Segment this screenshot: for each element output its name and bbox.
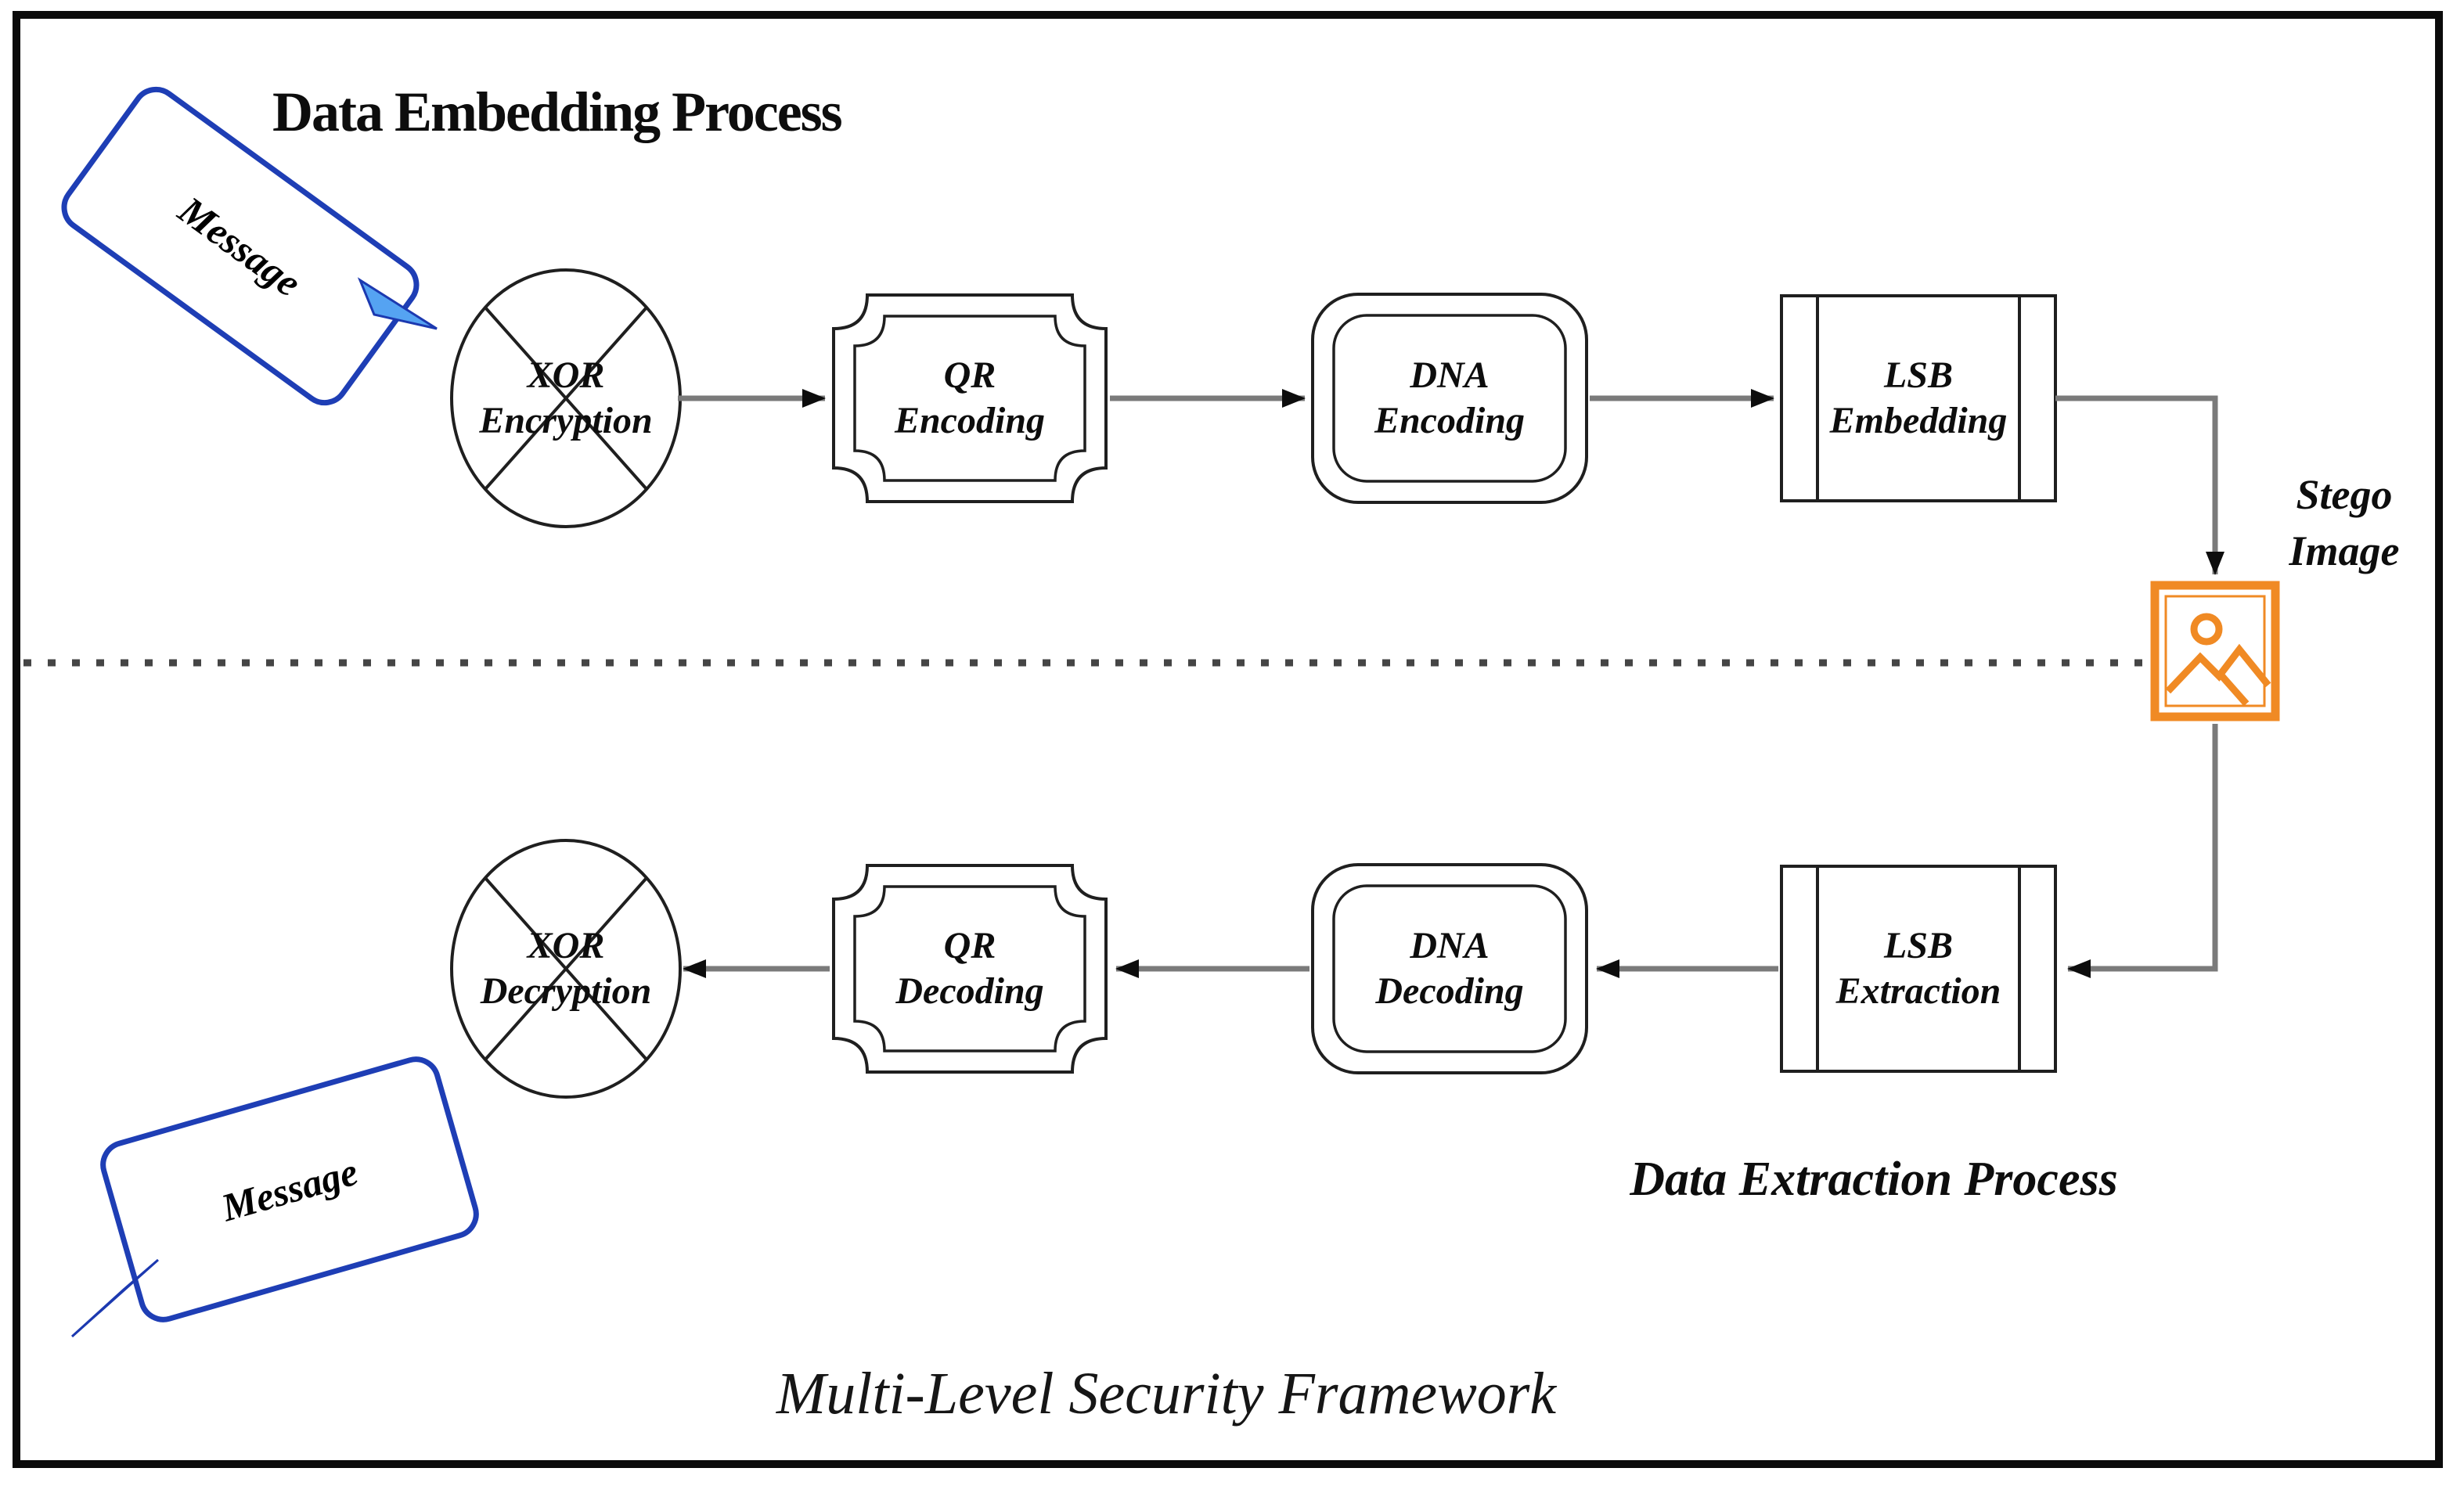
plaque-shape-icon: [832, 293, 1108, 503]
predefined-process-icon: [1780, 294, 2057, 502]
arrow-lsb-embedding-to-stego-image: [2055, 395, 2224, 575]
arrow-stego-image-to-lsb-extraction: [2067, 724, 2218, 978]
node-lsb-extraction: LSB Extraction: [1780, 865, 2057, 1073]
dna-decoding-label-line2: Decoding: [1375, 970, 1524, 1012]
dna-encoding-label-line1: DNA: [1410, 354, 1490, 396]
lsb-embedding-label-line1: LSB: [1883, 354, 1954, 396]
stego-image-icon: [2150, 581, 2280, 721]
predefined-process-icon: [1780, 865, 2057, 1073]
lsb-embedding-label-line2: Embedding: [1829, 400, 2008, 441]
dna-encoding-label-line2: Encoding: [1374, 400, 1526, 441]
message-bubble-bottom-tail-icon: [70, 1258, 159, 1338]
xor-decryption-label-line2: Decryption: [480, 970, 652, 1012]
stego-image-label-line1: Stego: [2296, 471, 2393, 518]
message-bubble-top-tail-icon: [357, 277, 438, 330]
node-dna-decoding: DNA Decoding: [1311, 863, 1588, 1074]
qr-encoding-label-line1: QR: [943, 354, 996, 396]
lsb-extraction-label-line2: Extraction: [1835, 970, 2001, 1012]
figure-border: [13, 11, 2443, 1468]
node-qr-encoding: QR Encoding: [831, 293, 1108, 504]
node-dna-encoding: DNA Encoding: [1311, 293, 1588, 504]
qr-encoding-label-line2: Encoding: [894, 400, 1046, 441]
xor-encryption-label-line1: XOR: [527, 354, 605, 396]
xor-encryption-label-line2: Encryption: [479, 400, 653, 441]
stego-image-label-line2: Image: [2289, 527, 2400, 574]
plaque-shape-icon: [832, 864, 1108, 1074]
xor-junction-icon: [450, 839, 682, 1099]
double-rounded-rect-icon: [1311, 293, 1588, 504]
embedding-process-title: Data Embedding Process: [272, 81, 843, 143]
lsb-extraction-label-line1: LSB: [1883, 925, 1953, 966]
framework-title: Multi-Level Security Framework: [776, 1361, 1557, 1427]
node-qr-decoding: QR Decoding: [831, 863, 1108, 1074]
double-rounded-rect-icon: [1311, 863, 1588, 1074]
qr-decoding-label-line1: QR: [943, 925, 996, 966]
qr-decoding-label-line2: Decoding: [895, 970, 1044, 1012]
xor-decryption-label-line1: XOR: [527, 925, 605, 966]
stego-image-label: Stego Image: [2274, 466, 2415, 579]
extraction-process-title: Data Extraction Process: [1630, 1153, 2118, 1206]
node-lsb-embedding: LSB Embedding: [1780, 294, 2057, 502]
dna-decoding-label-line1: DNA: [1410, 925, 1490, 966]
node-xor-decryption: XOR Decryption: [448, 837, 683, 1100]
